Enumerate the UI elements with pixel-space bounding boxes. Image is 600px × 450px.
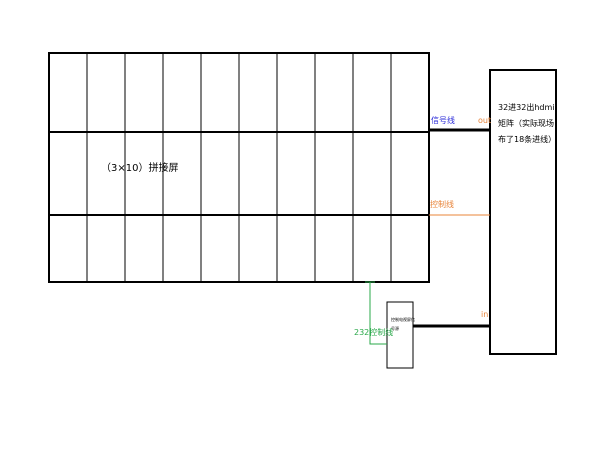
matrix-label: 32进32出hdmi矩阵（实际现场布了18条进线）	[498, 103, 557, 144]
rs232-cable	[369, 282, 387, 345]
in-port-label: in	[481, 310, 489, 319]
converter-label: 控制电视屏信号源	[391, 317, 415, 331]
converter-box	[386, 301, 414, 369]
video-wall-label: （3×10）拼接屏	[101, 163, 179, 174]
rs232-line-label: 232控制线	[354, 328, 394, 337]
matrix-box	[489, 69, 557, 355]
video-wall-column-dividers	[86, 53, 392, 282]
out-port-label: out	[478, 116, 492, 125]
control-line-label: 控制线	[430, 200, 454, 209]
signal-line-label: 信号线	[431, 116, 455, 125]
